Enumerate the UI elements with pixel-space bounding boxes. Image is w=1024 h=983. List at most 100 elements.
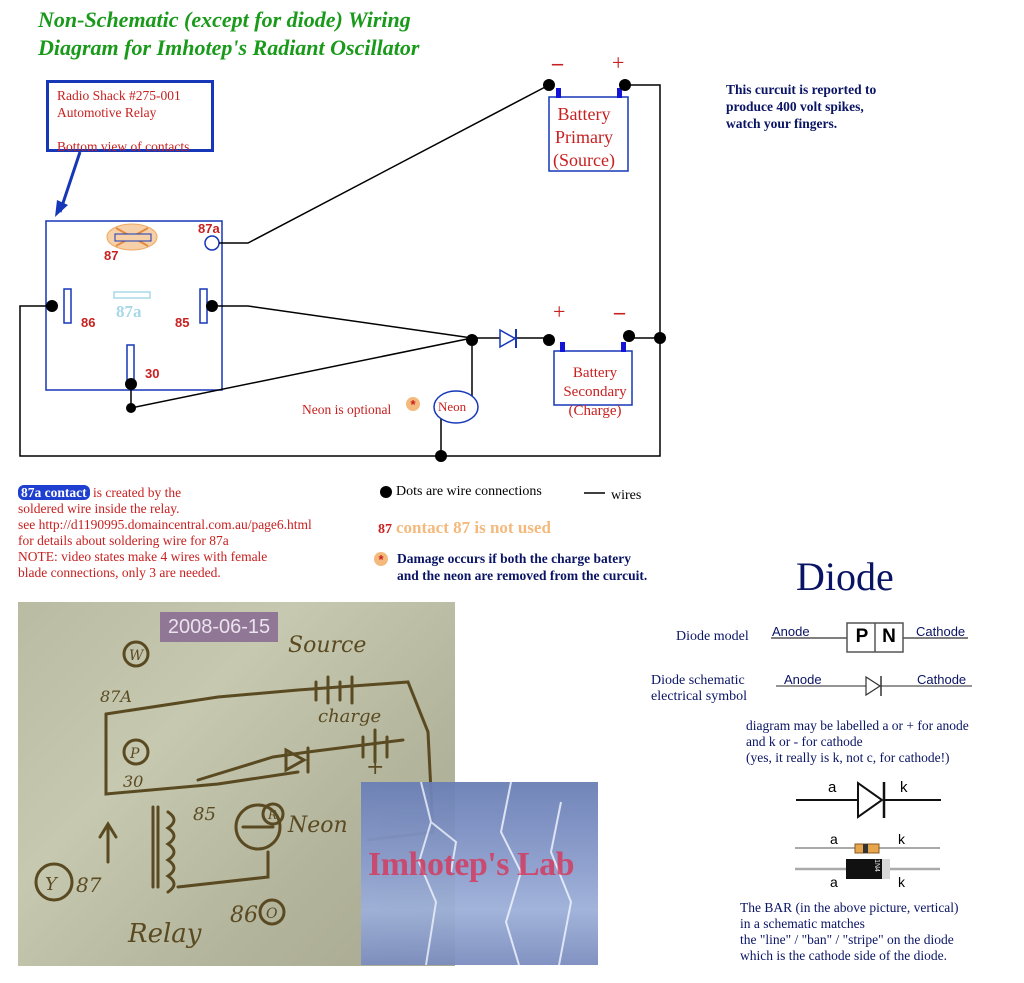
notes-line-2: soldered wire inside the relay. bbox=[18, 501, 180, 516]
legend-87-number: 87 bbox=[378, 522, 392, 537]
title-line-2: Diagram for Imhotep's Radiant Oscillator bbox=[38, 35, 420, 60]
diode-note-line-3: (yes, it really is k, not c, for cathode… bbox=[746, 750, 950, 765]
battery-secondary-pos-terminal bbox=[560, 342, 565, 352]
dot-pin-86 bbox=[46, 300, 58, 312]
page-title: Non-Schematic (except for diode) Wiring … bbox=[38, 6, 419, 62]
model-p-label: P bbox=[855, 626, 869, 647]
diode-large-component bbox=[795, 859, 940, 879]
connection-dots bbox=[46, 79, 666, 498]
dot-secondary-pos bbox=[543, 334, 555, 346]
sketch-plus-label: + bbox=[366, 755, 384, 780]
callout-arrow-line bbox=[58, 151, 82, 213]
pin-87-blade bbox=[114, 233, 152, 242]
pin-87a-label: 87a bbox=[198, 221, 220, 236]
pin-87-label: 87 bbox=[104, 248, 119, 263]
relay-callout-line-2: Automotive Relay bbox=[57, 105, 157, 120]
schematic-anode-label: Anode bbox=[784, 672, 822, 687]
bar-note-line-3: the "line" / "ban" / "stripe" on the dio… bbox=[740, 932, 954, 947]
wire-85-to-diode-node bbox=[212, 305, 473, 339]
large-diode-k-label: k bbox=[898, 874, 905, 890]
pin-87a-faint-blade bbox=[113, 291, 151, 299]
callout-arrow-head bbox=[55, 200, 68, 217]
title-line-1: Non-Schematic (except for diode) Wiring bbox=[38, 7, 411, 32]
battery-primary-label: Battery Primary (Source) bbox=[553, 103, 615, 172]
diode-model-label: Diode model bbox=[676, 629, 749, 644]
tag-87a-contact: 87a contact bbox=[18, 485, 90, 500]
pin-30-label: 30 bbox=[145, 366, 160, 381]
pin-86-blade bbox=[63, 288, 72, 324]
notes-line-4: for details about soldering wire for 87a bbox=[18, 533, 229, 548]
battery-secondary-line-1: Battery bbox=[572, 365, 618, 381]
sketch-p-label: P bbox=[129, 746, 140, 762]
sketch-w-label: W bbox=[129, 648, 145, 664]
sketch-85-label: 85 bbox=[193, 804, 216, 825]
dot-pin-30 bbox=[125, 378, 137, 390]
dot-primary-neg bbox=[543, 79, 555, 91]
battery-primary-line-2: Primary bbox=[554, 127, 613, 147]
wire-loop-86 bbox=[19, 305, 661, 457]
bar-note-line-2: in a schematic matches bbox=[740, 916, 865, 931]
sketch-source-label: Source bbox=[288, 633, 366, 658]
large-diode-a-label: a bbox=[830, 874, 838, 890]
battery-secondary-label: Battery Secondary (Charge) bbox=[557, 364, 633, 421]
contact-87a-notes: 87a contact is created by the soldered w… bbox=[18, 485, 368, 581]
sketch-relay-label: Relay bbox=[127, 919, 202, 949]
primary-minus-sign: – bbox=[552, 50, 563, 75]
photo-date-stamp: 2008-06-15 bbox=[160, 612, 278, 642]
battery-primary-line-1: Battery bbox=[557, 104, 611, 124]
symbol-a-label: a bbox=[828, 779, 837, 796]
sketch-neon-label: Neon bbox=[287, 813, 348, 838]
sketch-y-label: Y bbox=[45, 874, 59, 895]
legend-dot bbox=[380, 486, 392, 498]
model-n-label: N bbox=[882, 626, 896, 647]
dot-diode-node bbox=[466, 334, 478, 346]
small-diode-k-label: k bbox=[898, 831, 905, 847]
pin-87a-contact bbox=[204, 235, 220, 251]
relay-callout-line-1: Radio Shack #275-001 bbox=[57, 88, 181, 103]
pin-85-blade bbox=[199, 288, 208, 324]
battery-secondary-neg-terminal bbox=[621, 342, 626, 352]
dot-pin-85 bbox=[206, 300, 218, 312]
sketch-30-label: 30 bbox=[123, 772, 143, 791]
secondary-plus-sign: + bbox=[553, 299, 566, 324]
pin-86-label: 86 bbox=[81, 315, 96, 330]
diode-title: Diode bbox=[796, 554, 894, 599]
diode-body-marking: 1N4 bbox=[872, 859, 880, 872]
dot-neon-bottom bbox=[435, 450, 447, 462]
battery-secondary-body bbox=[553, 350, 633, 406]
legend-wires-text: wires bbox=[611, 488, 642, 503]
dot-pin-30-wire bbox=[126, 403, 136, 413]
sketch-charge-label: charge bbox=[318, 706, 381, 727]
model-cathode-label: Cathode bbox=[916, 624, 966, 639]
neon-bulb bbox=[433, 390, 479, 424]
battery-primary-neg-terminal bbox=[556, 88, 561, 98]
lightning-photo bbox=[361, 782, 598, 965]
relay-callout: Radio Shack #275-001 Automotive Relay Bo… bbox=[46, 80, 214, 154]
sketch-86-label: 86 bbox=[230, 903, 258, 928]
diode-model-graphic bbox=[771, 622, 968, 653]
schematic-label-line-2: electrical symbol bbox=[651, 689, 748, 704]
notes-line-5: NOTE: video states make 4 wires with fem… bbox=[18, 549, 268, 564]
pin-30-blade bbox=[126, 344, 135, 382]
diode-small-component bbox=[795, 843, 940, 854]
legend-damage-line-2: and the neon are removed from the curcui… bbox=[397, 568, 648, 583]
secondary-minus-sign: – bbox=[614, 299, 625, 324]
warning-text: This curcuit is reported to produce 400 … bbox=[726, 81, 956, 132]
lightning-bolts bbox=[417, 782, 573, 965]
sketch-o-label: O bbox=[266, 906, 278, 922]
diode-bar-notes: The BAR (in the above picture, vertical)… bbox=[740, 900, 959, 964]
schematic-label-line-1: Diode schematic bbox=[651, 673, 745, 688]
diode-label-notes: diagram may be labelled a or + for anode… bbox=[746, 718, 969, 766]
schematic-cathode-label: Cathode bbox=[917, 672, 967, 687]
legend-damage-line-1: Damage occurs if both the charge batery bbox=[397, 551, 631, 566]
diode-schematic-label: Diode schematic electrical symbol bbox=[651, 673, 747, 705]
bar-note-line-1: The BAR (in the above picture, vertical) bbox=[740, 900, 959, 915]
imhotep-lab-watermark: Imhotep's Lab bbox=[368, 846, 575, 883]
dot-primary-pos bbox=[619, 79, 631, 91]
bar-note-line-4: which is the cathode side of the diode. bbox=[740, 948, 947, 963]
dot-secondary-neg bbox=[623, 330, 635, 342]
sketch-87a-label: 87A bbox=[100, 687, 132, 706]
diode-note-line-1: diagram may be labelled a or + for anode bbox=[746, 718, 969, 733]
model-anode-label: Anode bbox=[772, 624, 810, 639]
